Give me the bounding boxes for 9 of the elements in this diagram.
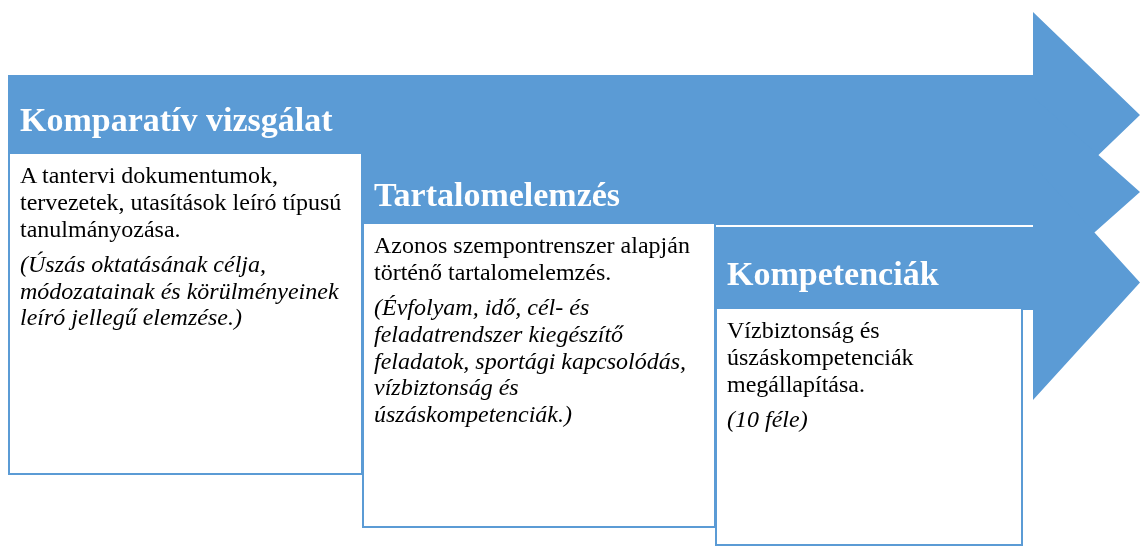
step-heading: Kompetenciák [727, 254, 939, 293]
description-text: Vízbiztonság és úszáskompetenciák megállapítása. [727, 317, 915, 398]
description-text: A tantervi dokumentumok, tervezetek, utasítások leíró típusú tanulmányozása. [20, 162, 343, 243]
note-text: (10 féle) [727, 405, 809, 433]
note-text: (Évfolyam, idő, cél- és feladatrendszer kiegészítő feladatok, sportági kapcsolódás, vízbiztonság és úszáskompetenciák.) [374, 293, 687, 429]
description-text: Azonos szempontrenszer alapján történő tartalomelemzés. [374, 232, 691, 286]
step-heading: Komparatív vizsgálat [20, 101, 333, 139]
step-heading: Tartalomelemzés [374, 176, 621, 214]
note-text: (Úszás oktatásának célja, módozatainak és körülményeinek leíró jellegű elemzése.) [20, 250, 340, 332]
